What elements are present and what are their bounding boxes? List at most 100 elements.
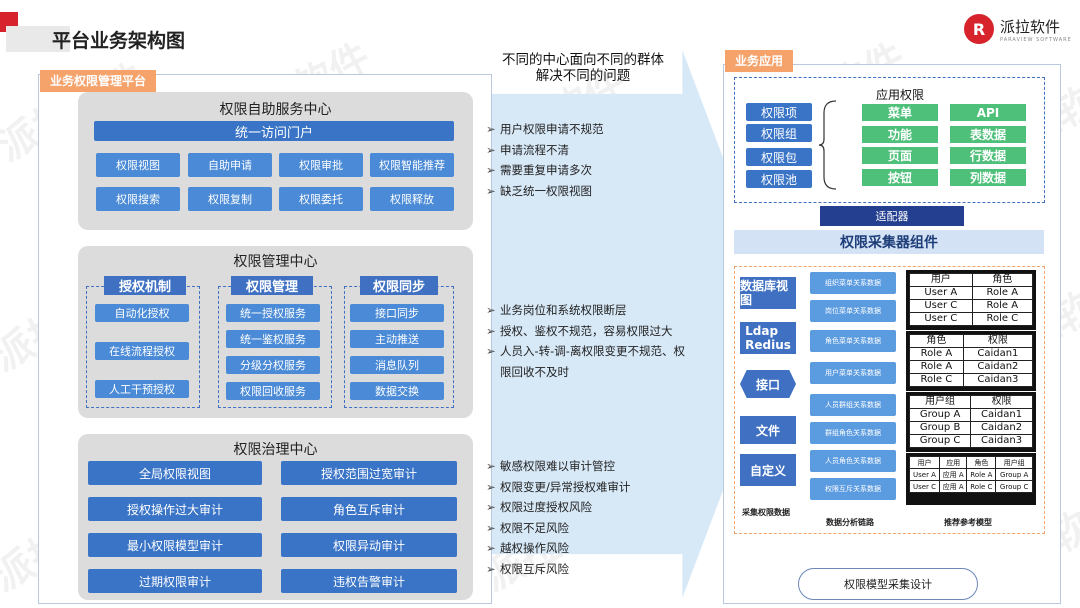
mgmt-item[interactable]: 统一鉴权服务	[226, 330, 320, 348]
header-band	[6, 26, 70, 52]
mgmt-item[interactable]: 接口同步	[350, 304, 444, 322]
perm-item[interactable]: 权限包	[746, 148, 812, 166]
company-logo: R 派拉软件 PARAVIEW SOFTWARE	[964, 14, 1072, 44]
bullet-icon: ➢	[486, 479, 496, 494]
bullet-icon: ➢	[486, 183, 496, 198]
group-header: 授权机制	[104, 276, 186, 295]
model-design-button[interactable]: 权限模型采集设计	[798, 568, 978, 600]
table-cell: User C	[909, 299, 973, 313]
governance-item[interactable]: 违权告警审计	[281, 569, 457, 593]
app-perm-item[interactable]: 页面	[862, 147, 938, 164]
problem-item: 权限不足风险	[500, 520, 569, 535]
problem-item: 缺乏统一权限视图	[500, 183, 592, 198]
mgmt-item[interactable]: 人工干预授权	[95, 380, 189, 398]
perm-item[interactable]: 权限池	[746, 170, 812, 188]
relation-link[interactable]: 权限互斥关系数据	[810, 478, 896, 500]
self-service-item[interactable]: 权限复制	[188, 187, 272, 211]
relation-link[interactable]: 用户菜单关系数据	[810, 362, 896, 384]
mgmt-item[interactable]: 主动推送	[350, 330, 444, 348]
problem-item: 申请流程不清	[500, 142, 569, 157]
app-perm-item[interactable]: API	[950, 104, 1026, 121]
relation-link[interactable]: 岗位菜单关系数据	[810, 300, 896, 322]
table-header: 角色	[966, 456, 997, 469]
app-perm-title: 应用权限	[876, 88, 925, 102]
self-service-item[interactable]: 权限审批	[279, 153, 363, 177]
logo-icon: R	[964, 14, 994, 44]
table-cell: User C	[909, 312, 973, 326]
source-database-view[interactable]: 数据库视图	[740, 277, 796, 309]
table-header: 用户组	[995, 456, 1033, 469]
app-perm-item[interactable]: 列数据	[950, 169, 1026, 186]
source-ldap[interactable]: Ldap Redius	[740, 322, 796, 354]
table-cell: Role A	[966, 468, 997, 481]
table-cell: Caidan1	[970, 408, 1033, 422]
governance-item[interactable]: 过期权限审计	[88, 569, 262, 593]
app-perm-item[interactable]: 表数据	[950, 126, 1026, 143]
problem-item: 权限过度授权风险	[500, 500, 592, 514]
problem-item: 越权操作风险	[500, 541, 569, 555]
adapter[interactable]: 适配器	[820, 206, 964, 226]
perm-item[interactable]: 权限组	[746, 124, 812, 142]
self-service-item[interactable]: 权限视图	[96, 153, 180, 177]
self-service-item[interactable]: 权限释放	[370, 187, 454, 211]
bullet-icon: ➢	[486, 142, 496, 157]
mgmt-item[interactable]: 消息队列	[350, 356, 444, 374]
governance-item[interactable]: 授权范围过宽审计	[281, 461, 457, 485]
relation-link[interactable]: 组织菜单关系数据	[810, 272, 896, 294]
source-custom[interactable]: 自定义	[740, 454, 796, 486]
table-cell: Group B	[908, 421, 972, 435]
app-perm-item[interactable]: 菜单	[862, 104, 938, 121]
table-cell: 应用 A	[938, 468, 968, 481]
governance-item[interactable]: 授权操作过大审计	[88, 497, 262, 521]
perm-item[interactable]: 权限项	[746, 103, 812, 121]
table-cell: Caidan3	[970, 434, 1033, 448]
table-cell: Role C	[966, 480, 997, 493]
table-cell: Role A	[909, 360, 964, 374]
table-cell: Caidan1	[962, 347, 1034, 361]
app-perm-item[interactable]: 功能	[862, 126, 938, 143]
mgmt-item[interactable]: 权限回收服务	[226, 382, 320, 400]
unified-portal[interactable]: 统一访问门户	[94, 121, 454, 141]
self-service-item[interactable]: 权限智能推荐	[370, 153, 454, 177]
table-cell: Caidan2	[970, 421, 1033, 435]
app-perm-item[interactable]: 行数据	[950, 147, 1026, 164]
problem-item: 人员入-转-调-离权限变更不规范、权限回收不及时	[500, 344, 685, 379]
self-service-item[interactable]: 权限搜索	[96, 187, 180, 211]
mgmt-item[interactable]: 数据交换	[350, 382, 444, 400]
governance-item[interactable]: 角色互斥审计	[281, 497, 457, 521]
relation-link[interactable]: 群组角色关系数据	[810, 422, 896, 444]
relation-link[interactable]: 人员角色关系数据	[810, 450, 896, 472]
self-service-item[interactable]: 自助申请	[188, 153, 272, 177]
table-cell: User C	[909, 480, 940, 493]
problem-list-1: ➢用户权限申请不规范 ➢申请流程不清 ➢需要重复申请多次 ➢缺乏统一权限视图	[486, 119, 604, 201]
problem-item: 授权、鉴权不规范，容易权限过大	[500, 323, 673, 338]
governance-item[interactable]: 权限异动审计	[281, 533, 457, 557]
table-cell: Caidan3	[962, 373, 1034, 387]
bullet-icon: ➢	[486, 520, 496, 535]
bullet-icon: ➢	[486, 541, 496, 555]
mgmt-item[interactable]: 在线流程授权	[95, 342, 189, 360]
app-perm-item[interactable]: 按钮	[862, 169, 938, 186]
mgmt-item[interactable]: 自动化授权	[95, 304, 189, 322]
table-header: 用户组	[908, 395, 972, 409]
governance-item[interactable]: 全局权限视图	[88, 461, 262, 485]
source-file[interactable]: 文件	[740, 416, 796, 444]
governance-title: 权限治理中心	[233, 442, 318, 458]
bullet-icon: ➢	[486, 122, 496, 136]
source-interface[interactable]: 接口	[740, 370, 796, 398]
governance-item[interactable]: 最小权限模型审计	[88, 533, 262, 557]
self-service-item[interactable]: 权限委托	[279, 187, 363, 211]
business-app-tag: 业务应用	[725, 50, 794, 72]
collector-component: 权限采集器组件	[734, 230, 1044, 254]
mgmt-item[interactable]: 分级分权服务	[226, 356, 320, 374]
mgmt-item[interactable]: 统一授权服务	[226, 304, 320, 322]
collector-area	[734, 266, 1045, 534]
relation-link[interactable]: 人员群组关系数据	[810, 394, 896, 416]
table-cell: Role A	[971, 286, 1034, 300]
bullet-icon: ➢	[486, 303, 496, 317]
relation-link[interactable]: 角色菜单关系数据	[810, 330, 896, 352]
bullet-icon: ➢	[486, 500, 496, 514]
table-cell: User A	[909, 468, 940, 481]
self-service-center: 权限自助服务中心 统一访问门户 权限视图 自助申请 权限审批 权限智能推荐 权限…	[78, 92, 473, 230]
